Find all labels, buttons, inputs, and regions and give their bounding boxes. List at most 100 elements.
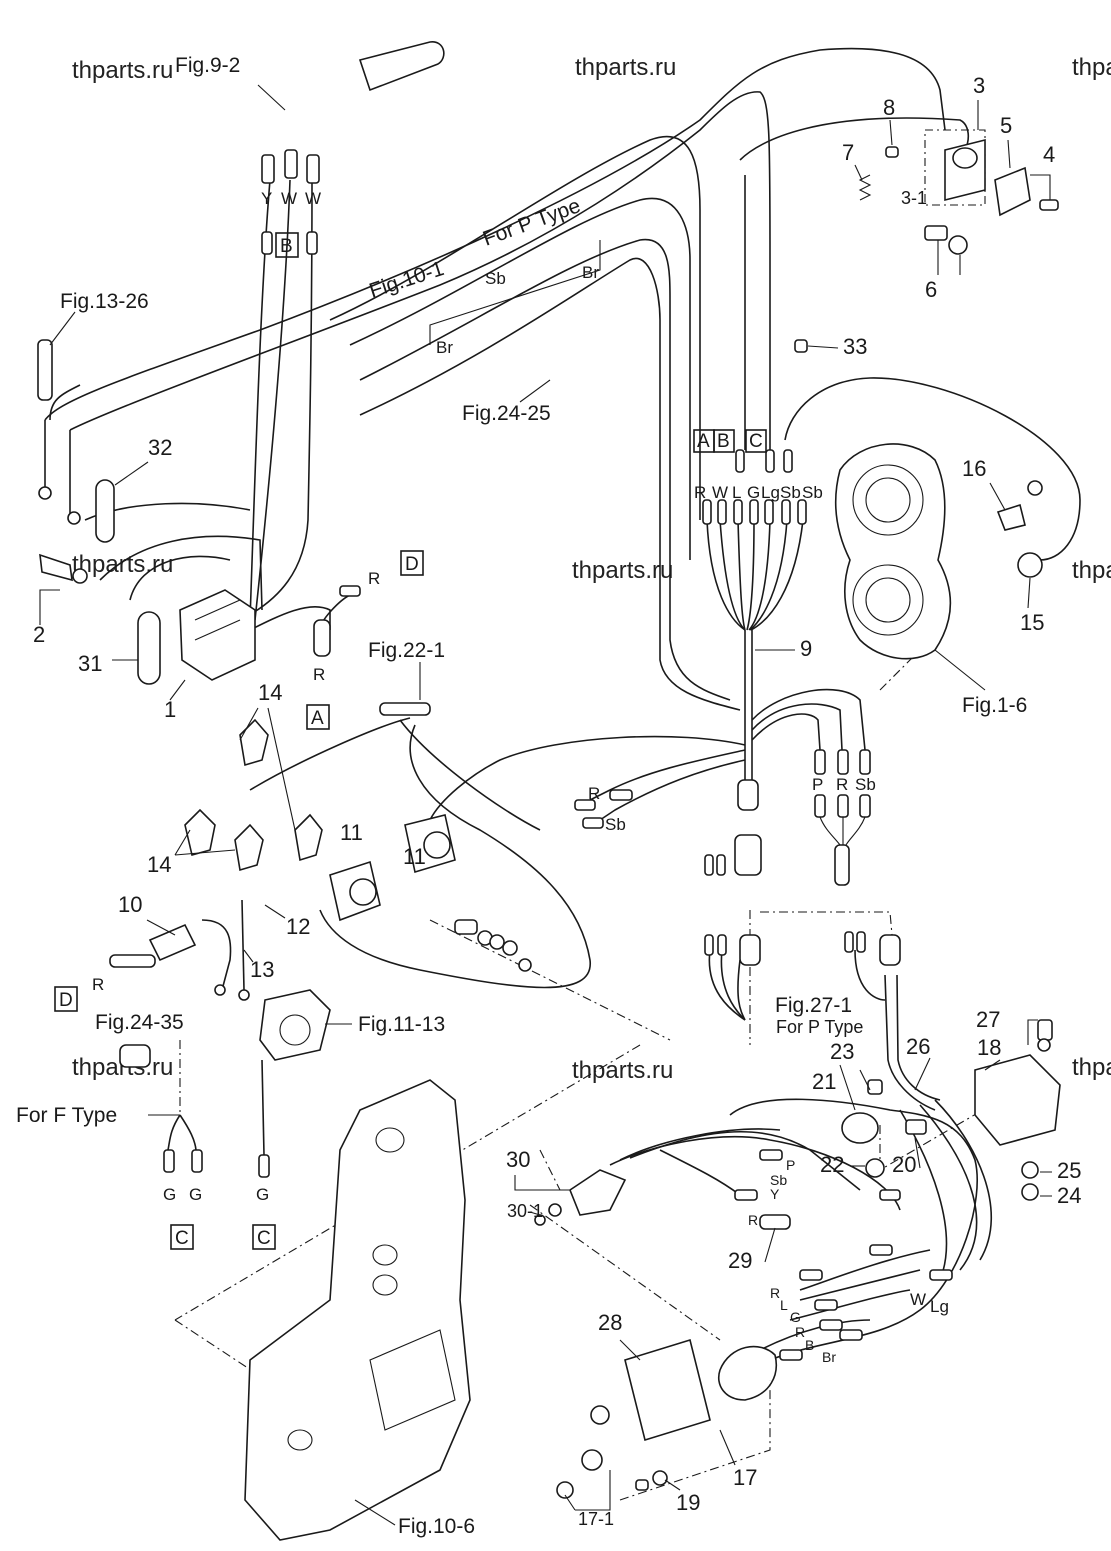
wire-sb-harness-1: Sb (780, 483, 801, 502)
wire-sb-right: Sb (855, 775, 876, 794)
tag-c-right: C (749, 431, 763, 452)
component-fig-11-13 (259, 989, 331, 1061)
grommet-22 (865, 1158, 885, 1178)
tag-d-left: D (59, 990, 73, 1011)
callout-28: 28 (598, 1310, 622, 1335)
bracket-16 (996, 503, 1026, 531)
ref-fig-24-35: Fig.24-35 (95, 1011, 184, 1034)
figure-references: Fig.9-2 Fig.13-26 Fig.10-1 Fig.24-25 Fig… (49, 54, 1027, 1538)
bolt-27 (1037, 1019, 1053, 1041)
wire-sb-lower: Sb (770, 1172, 787, 1188)
watermark-2: thparts.ru (575, 54, 676, 81)
key-switch-17 (718, 1345, 777, 1401)
plug-cap-14-d (234, 823, 264, 872)
tag-box-a-left (306, 704, 330, 730)
watermark-8: thparts.ru (572, 1057, 673, 1084)
cover-18 (974, 1054, 1061, 1146)
callout-7: 7 (842, 140, 854, 165)
bolt-4 (1039, 199, 1059, 211)
tag-box-c-f-type (170, 1224, 194, 1250)
tag-box-d-left (54, 986, 78, 1012)
tag-a-right: A (697, 431, 710, 452)
wire-r-center: R (588, 784, 600, 803)
callout-9: 9 (800, 636, 812, 661)
ref-fig-1-6: Fig.1-6 (962, 694, 1027, 717)
tag-box-c-lower (252, 1224, 276, 1250)
callout-10: 10 (118, 892, 142, 917)
wire-r-harness: R (694, 483, 706, 502)
watermark-6: thparts.ru (1072, 557, 1111, 584)
callout-17-1: 17-1 (578, 1509, 614, 1529)
ref-fig-9-2: Fig.9-2 (175, 54, 240, 77)
callout-31: 31 (78, 651, 102, 676)
screw-23 (867, 1079, 883, 1095)
callout-22: 22 (820, 1152, 844, 1177)
wire-sb-p-type: Sb (485, 269, 506, 288)
callout-15: 15 (1020, 610, 1044, 635)
ref-fig-24-25: Fig.24-25 (462, 402, 551, 425)
wire-br-p-type-1: Br (582, 263, 599, 282)
callout-3: 3 (973, 73, 985, 98)
callout-6: 6 (925, 277, 937, 302)
callout-29: 29 (728, 1248, 752, 1273)
harness-wires (44, 47, 1081, 1456)
clip-31 (137, 611, 161, 685)
callout-27: 27 (976, 1007, 1000, 1032)
pin-8 (885, 146, 899, 158)
panel-fig-10-6 (244, 1079, 471, 1541)
note-for-p-type-lower: For P Type (776, 1017, 863, 1037)
connector-tags: B D A A B C D C C (54, 232, 767, 1250)
callout-23: 23 (830, 1039, 854, 1064)
wire-lg-harness: Lg (761, 483, 780, 502)
callout-14-lower: 14 (147, 852, 171, 877)
wire-r-right: R (836, 775, 848, 794)
tag-box-b-right (713, 429, 735, 453)
callout-25: 25 (1057, 1158, 1081, 1183)
wire-l-key: L (780, 1297, 788, 1313)
tag-c-lower: C (257, 1228, 271, 1249)
wire-color-labels: Y W W Sb Br Br R R R W L G Lg Sb Sb P R … (92, 189, 949, 1365)
callout-33: 33 (843, 334, 867, 359)
watermark-4: thparts.ru (72, 551, 173, 578)
callout-2: 2 (33, 622, 45, 647)
tag-box-b-top (275, 232, 299, 258)
ref-fig-27-1: Fig.27-1 (775, 994, 852, 1017)
wire-b-key: B (805, 1337, 814, 1353)
wire-r-d: R (368, 569, 380, 588)
plug-cap-14-c (294, 813, 323, 862)
wire-br-key: Br (822, 1349, 836, 1365)
callout-24: 24 (1057, 1183, 1081, 1208)
wire-w-harness: W (712, 483, 728, 502)
wire-g-lower: G (256, 1185, 269, 1204)
ref-fig-10-1: Fig.10-1 (366, 257, 446, 303)
callout-1: 1 (164, 697, 176, 722)
screw-33 (794, 339, 808, 353)
callout-20: 20 (892, 1152, 916, 1177)
bolt-2 (39, 553, 73, 582)
callout-11-upper: 11 (403, 844, 426, 869)
tag-d-top: D (405, 554, 419, 575)
wire-l-harness: L (732, 483, 741, 502)
tag-box-c-right (745, 429, 767, 453)
plug-cap-14-b (184, 808, 216, 856)
wire-r-key-2: R (795, 1324, 805, 1340)
watermarks: thparts.ru thparts.ru thparts.ru thparts… (72, 54, 1111, 1084)
callout-4: 4 (1043, 142, 1055, 167)
tag-c-f-type: C (175, 1228, 189, 1249)
wire-g-key: G (790, 1309, 801, 1325)
bolt-6 (924, 225, 948, 241)
wire-sb-center: Sb (605, 815, 626, 834)
callout-30-1: 30-1 (507, 1201, 543, 1221)
tag-box-d-top (400, 550, 424, 576)
plug-cap-14-a (239, 718, 269, 767)
wire-r-switch: R (748, 1212, 758, 1228)
watermark-1: thparts.ru (72, 57, 173, 84)
callout-17: 17 (733, 1465, 757, 1490)
callout-14-upper: 14 (258, 680, 282, 705)
wire-w-key: W (910, 1290, 926, 1309)
callout-19: 19 (676, 1490, 700, 1515)
tag-b-right: B (717, 431, 730, 452)
wire-y-lower: Y (770, 1186, 780, 1202)
cylinder-block-fig-1-6 (834, 443, 952, 660)
callout-5: 5 (1000, 113, 1012, 138)
